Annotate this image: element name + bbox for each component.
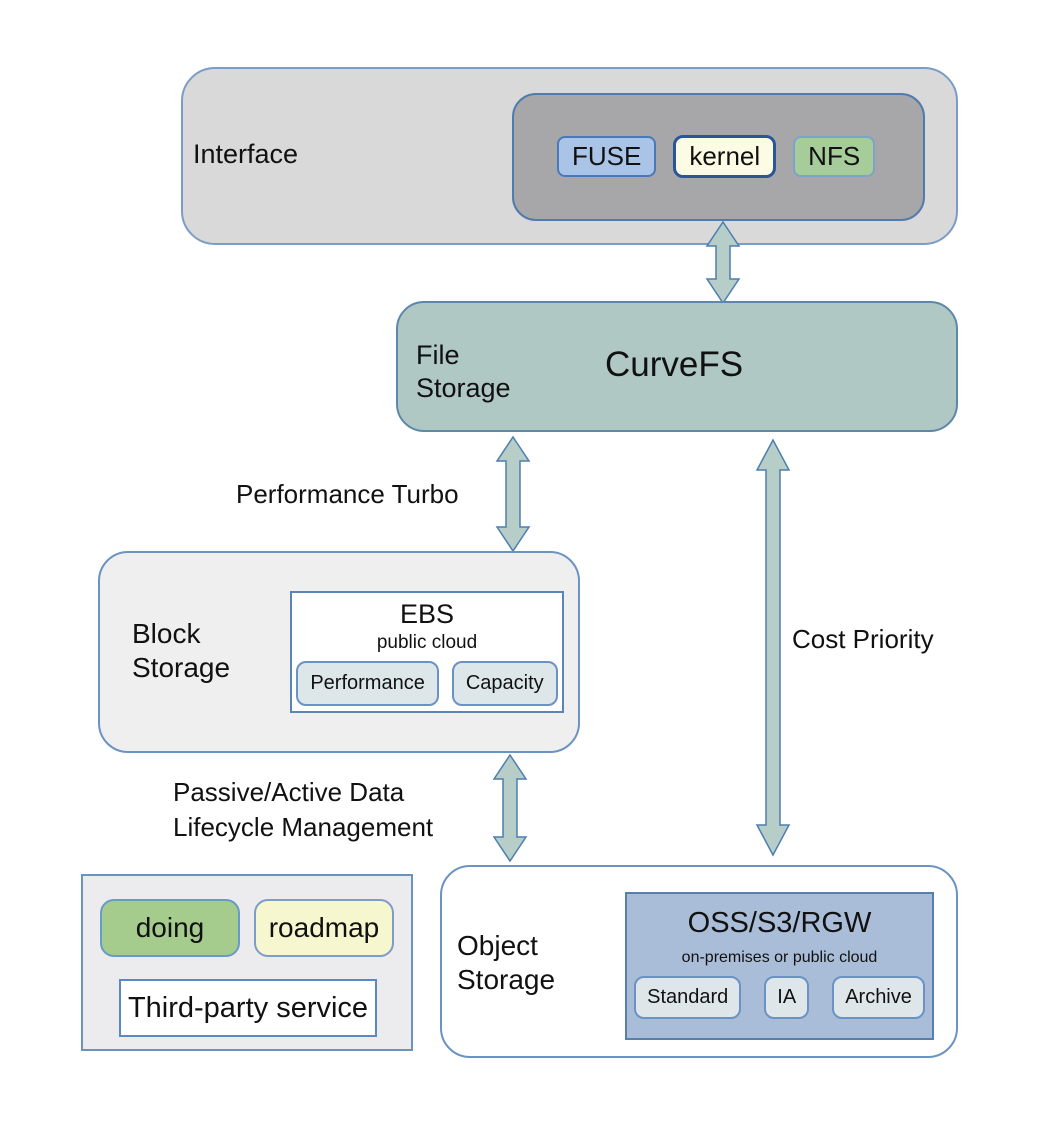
arrow-block-object	[492, 753, 528, 863]
standard-tier-pill: Standard	[634, 976, 742, 1019]
block-storage-box: Block Storage EBS public cloud Performan…	[98, 551, 580, 753]
fuse-pill: FUSE	[557, 136, 657, 177]
ia-tier-pill: IA	[764, 976, 810, 1019]
ebs-tier-row: Performance Capacity	[292, 661, 562, 706]
capacity-tier-pill: Capacity	[451, 661, 558, 706]
archive-tier-pill: Archive	[832, 976, 925, 1019]
object-storage-label: Object Storage	[457, 930, 556, 995]
interface-inner-box: FUSE kernel NFS	[512, 93, 925, 221]
oss-title: OSS/S3/RGW	[687, 907, 872, 939]
curvefs-title: CurveFS	[605, 345, 744, 384]
ebs-title: EBS	[399, 599, 455, 629]
block-storage-label: Block Storage	[132, 618, 231, 683]
oss-tier-row: Standard IA Archive	[627, 976, 932, 1019]
oss-box: OSS/S3/RGW on-premises or public cloud S…	[625, 892, 934, 1040]
ebs-box: EBS public cloud Performance Capacity	[290, 591, 564, 713]
legend-roadmap-pill: roadmap	[254, 899, 394, 957]
performance-turbo-label: Performance Turbo	[236, 479, 459, 509]
arrow-interface-curvefs	[705, 220, 741, 305]
legend-doing-pill: doing	[100, 899, 240, 957]
kernel-pill: kernel	[673, 135, 777, 178]
performance-tier-pill: Performance	[296, 661, 439, 706]
curvefs-box: File Storage CurveFS	[396, 301, 958, 432]
lifecycle-label: Passive/Active Data Lifecycle Management	[173, 777, 434, 842]
interface-pill-row: FUSE kernel NFS	[557, 135, 893, 178]
legend-box: doing roadmap Third-party service	[81, 874, 413, 1051]
ebs-subtitle: public cloud	[376, 632, 478, 653]
arrow-curvefs-block	[495, 435, 531, 553]
cost-priority-label: Cost Priority	[792, 624, 934, 654]
arrow-curvefs-object	[755, 438, 791, 857]
oss-subtitle: on-premises or public cloud	[681, 949, 878, 966]
file-storage-label: File Storage	[416, 340, 511, 403]
legend-third-party-box: Third-party service	[119, 979, 377, 1037]
object-storage-box: Object Storage OSS/S3/RGW on-premises or…	[440, 865, 958, 1058]
interface-label: Interface	[193, 139, 299, 169]
nfs-pill: NFS	[793, 136, 876, 177]
